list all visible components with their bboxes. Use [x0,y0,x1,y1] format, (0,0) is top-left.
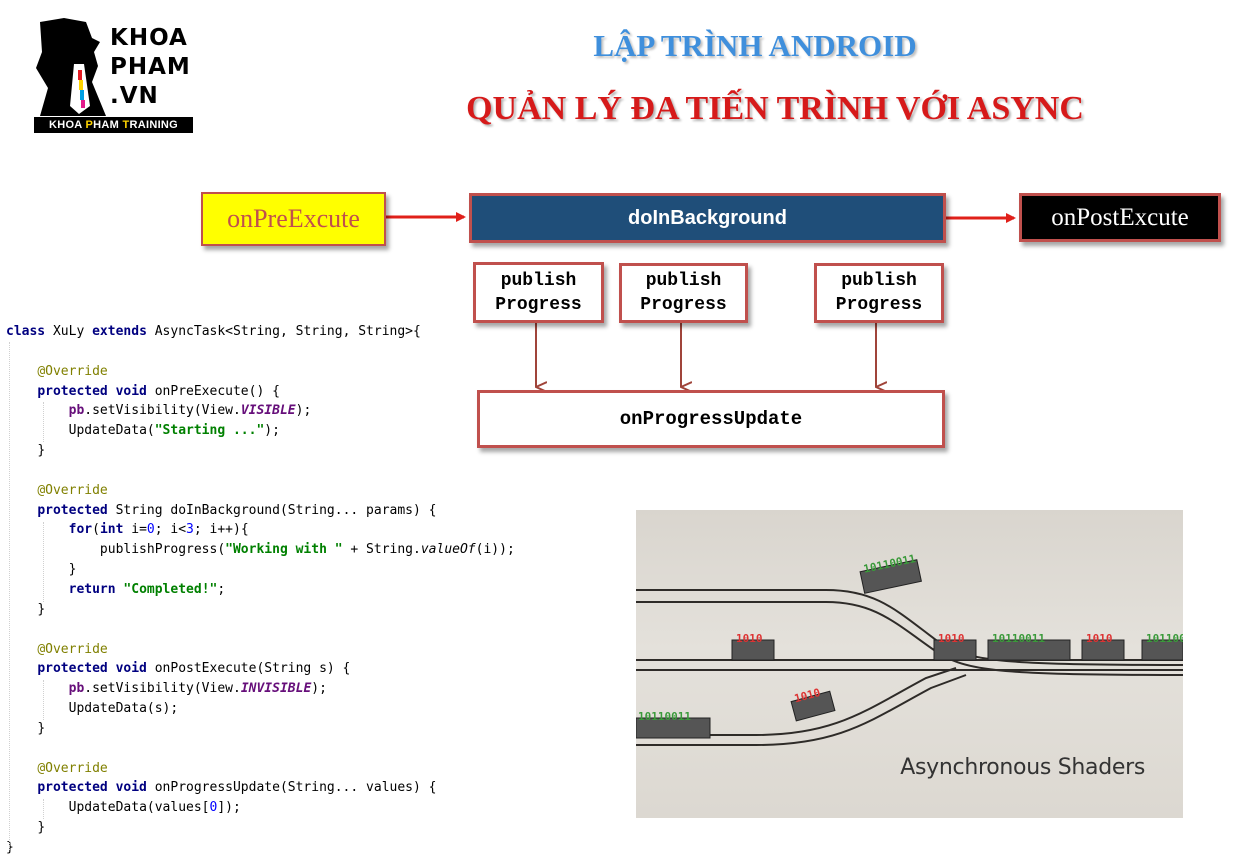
on-pre-execute-label: onPreExcute [227,204,360,233]
svg-text:1010: 1010 [1086,632,1113,645]
logo-wordmark: KHOA PHAM .VN [110,24,191,111]
khoapham-logo [36,18,106,116]
code-line: } [37,720,46,736]
code-line: } [37,601,46,617]
publish-progress-line2: Progress [835,295,923,315]
code-listing: class XuLy extends AsyncTask<String, Str… [6,322,626,858]
logo-line-3: .VN [110,83,159,109]
publish-progress-line2: Progress [495,294,582,315]
code-line: protected void onPreExecute() { [37,383,280,399]
cart: 10110011 [636,710,711,739]
cart: 10110011 [859,552,922,594]
publish-progress-box-2: publish Progress [619,263,748,323]
svg-text:10110011: 10110011 [992,632,1045,645]
indent-guide [43,402,44,442]
code-line: for(int i=0; i<3; i++){ [68,522,249,538]
publish-progress-box-1: publish Progress [473,262,604,323]
on-pre-execute-box: onPreExcute [201,192,386,246]
on-progress-update-label: onProgressUpdate [619,408,803,430]
code-line: } [6,839,14,855]
on-progress-update-box: onProgressUpdate [477,390,945,448]
code-line: UpdateData(s); [68,701,179,717]
svg-text:1010: 1010 [736,632,763,645]
code-line: pb.setVisibility(View.VISIBLE); [68,403,312,419]
indent-guide [9,342,10,850]
code-line: pb.setVisibility(View.INVISIBLE); [68,681,327,697]
cart: 1010 [933,632,977,661]
code-line: protected void onPostExecute(String s) { [37,661,351,677]
cart: 1010 [731,632,775,661]
publish-progress-line1: publish [500,270,577,291]
on-post-execute-box: onPostExcute [1019,193,1221,242]
code-line: UpdateData(values[0]); [68,800,241,816]
code-line: class XuLy extends AsyncTask<String, Str… [6,324,421,339]
code-line: @Override [37,482,108,498]
code-line: @Override [37,363,108,379]
publish-progress-box-3: publish Progress [814,263,944,323]
code-line: publishProgress("Working with " + String… [99,542,515,558]
indent-guide [43,680,44,720]
code-line: @Override [37,641,108,657]
code-line: } [37,820,46,836]
code-line: } [68,562,77,578]
indent-guide [43,799,44,819]
logo-line-2: PHAM [110,54,191,80]
image-caption: Asynchronous Shaders [900,755,1145,780]
svg-text:10110011: 10110011 [1146,632,1183,645]
code-line: return "Completed!"; [68,581,226,597]
logo-tagline: KHOA PHAM TRAINING [34,117,193,133]
publish-progress-line1: publish [841,271,917,291]
code-line: UpdateData("Starting ..."); [68,423,280,439]
publish-progress-line2: Progress [640,295,727,315]
cart: 1010 [790,686,836,722]
code-line: @Override [37,760,108,776]
logo-line-1: KHOA [110,25,188,51]
code-line-blank [6,342,626,362]
cart: 10110011 [987,632,1071,661]
indent-guide [43,522,44,602]
on-post-execute-label: onPostExcute [1051,203,1189,231]
cart: 10110011 [1141,632,1183,661]
code-line: } [37,443,46,459]
code-line-blank [6,461,626,481]
code-line: protected void onProgressUpdate(String..… [37,780,437,796]
page-subtitle: QUẢN LÝ ĐA TIẾN TRÌNH VỚI ASYNC [466,90,1084,127]
svg-text:10110011: 10110011 [638,710,691,723]
code-line-blank [6,620,626,640]
page-title: LẬP TRÌNH ANDROID [593,28,917,63]
do-in-background-box: doInBackground [469,193,946,243]
svg-text:1010: 1010 [938,632,965,645]
code-line: protected String doInBackground(String..… [37,502,437,518]
publish-progress-line1: publish [645,271,722,291]
cart: 1010 [1081,632,1125,661]
do-in-background-label: doInBackground [628,206,787,229]
code-line-blank [6,739,626,759]
logo-figure [36,18,106,116]
